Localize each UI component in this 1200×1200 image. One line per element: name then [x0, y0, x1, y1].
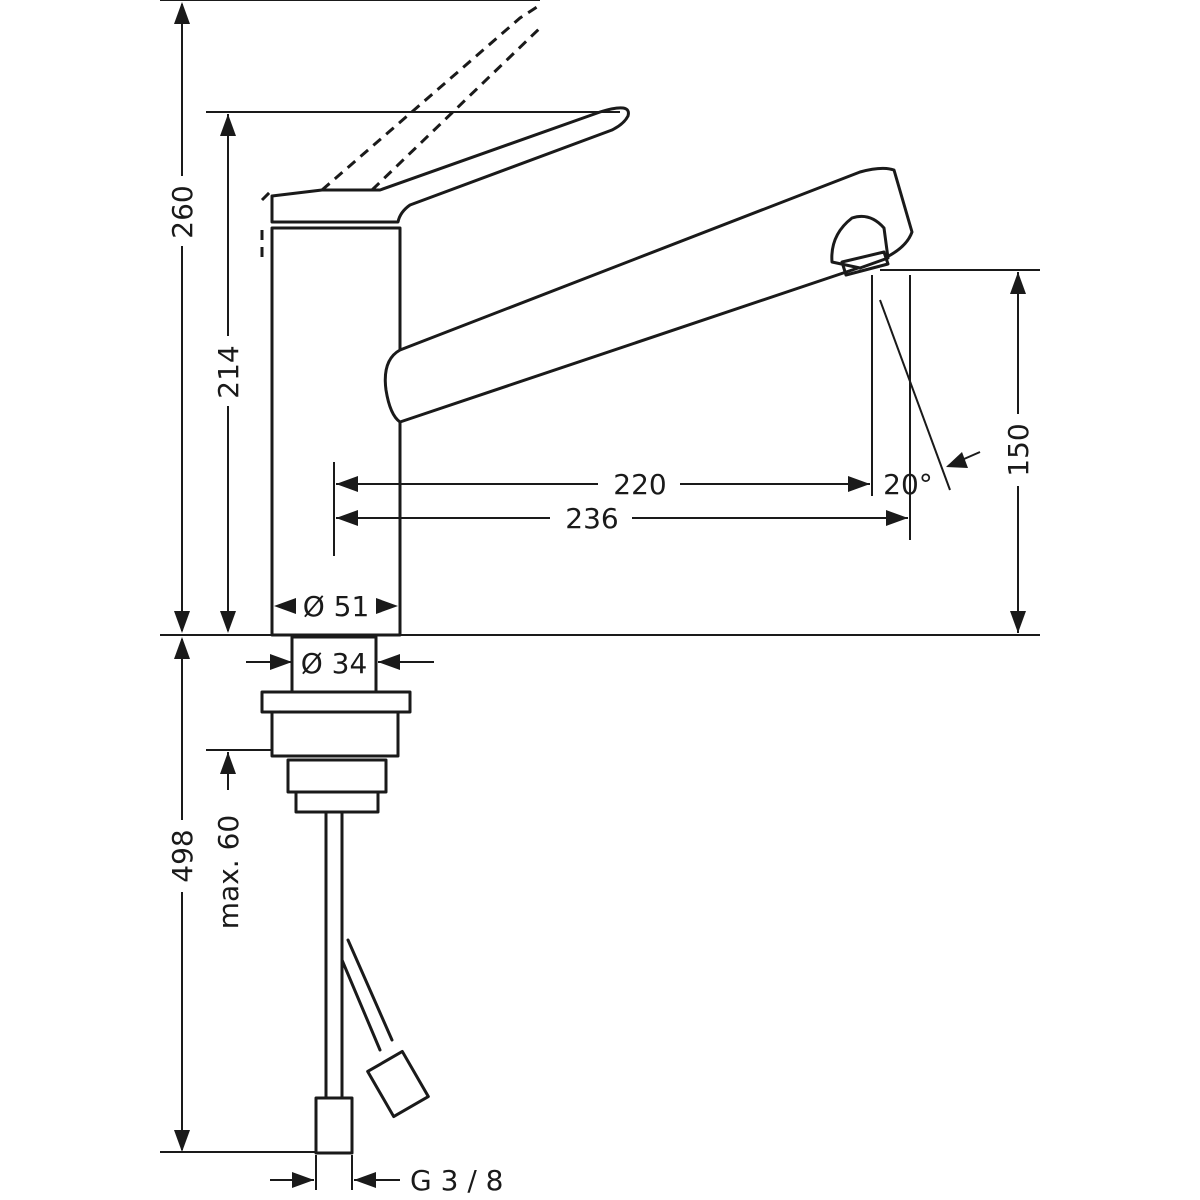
dim-max-mount-thickness: max. 60	[212, 815, 245, 929]
dim-spout-reach-inner: 220	[613, 468, 666, 501]
lever-raised-dashed-outline	[260, 3, 542, 258]
hose-connector-bent	[366, 1049, 430, 1119]
faucet-outline	[260, 3, 914, 1155]
mounting-plate	[260, 690, 412, 714]
dim-body-diameter: Ø 51	[303, 590, 370, 623]
hose-straight	[324, 810, 344, 1102]
aerator-tip	[840, 250, 890, 277]
hose-bent	[340, 938, 394, 1052]
thread-ring	[294, 790, 380, 814]
mounting-nut	[270, 710, 400, 758]
dim-hose-length-below: 498	[166, 829, 199, 882]
dim-swivel-angle: 20°	[883, 468, 933, 501]
dim-connection-thread: G 3 / 8	[410, 1164, 503, 1197]
dim-shank-diameter: Ø 34	[301, 647, 368, 680]
dim-spout-outlet-height: 150	[1002, 423, 1035, 476]
spout	[383, 166, 914, 424]
hose-connector-straight	[314, 1096, 354, 1155]
dim-total-height-above: 260	[166, 185, 199, 238]
faucet-body	[270, 226, 402, 637]
thread-block	[286, 758, 388, 794]
dim-spout-reach-outer: 236	[565, 502, 618, 535]
lever-handle	[270, 106, 630, 224]
dimension-labels: 260 214 150 220 236 20° Ø 51 Ø 34 498 ma…	[166, 176, 1035, 1197]
dim-height-to-lever: 214	[212, 345, 245, 398]
shank	[290, 635, 378, 694]
extension-lines	[160, 0, 1040, 1190]
